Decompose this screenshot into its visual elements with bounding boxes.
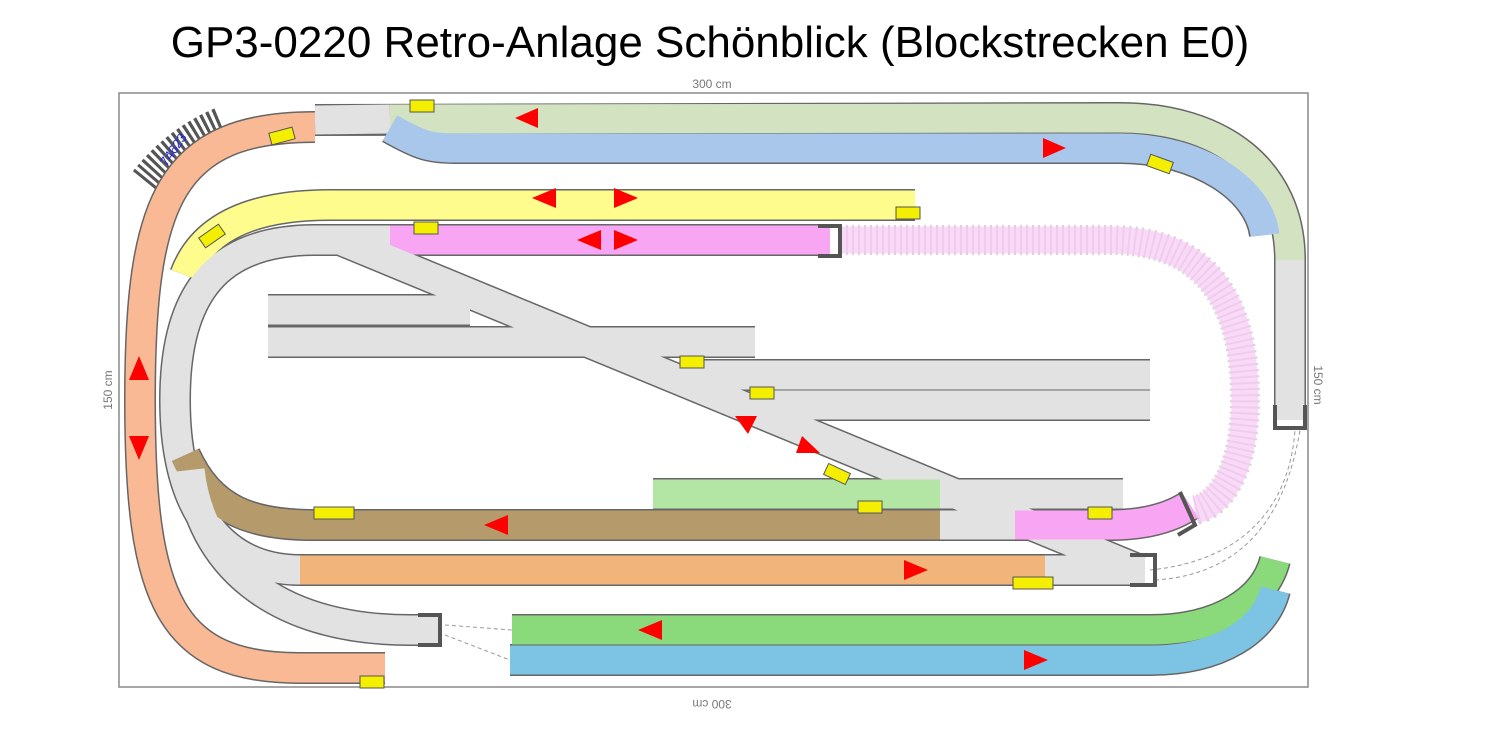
- arrow-right-icon: [614, 230, 638, 250]
- buffer-stops: [418, 224, 1307, 647]
- signals: [198, 99, 1174, 689]
- signal-icon: [1012, 576, 1054, 590]
- arrow-right-icon: [1024, 650, 1048, 670]
- signal-icon: [198, 223, 226, 249]
- signal-icon: [895, 206, 921, 220]
- arrow-left-icon: [515, 108, 538, 128]
- dimension-right: 150 cm: [1311, 365, 1325, 404]
- sky-blue-block-track: [510, 585, 1290, 675]
- arrow-right-icon: [1043, 138, 1066, 158]
- dimension-bottom: 300 cm: [692, 697, 731, 711]
- arrow-left-icon: [532, 188, 556, 208]
- layout-title: GP3-0220 Retro-Anlage Schönblick (Blocks…: [170, 18, 1250, 67]
- signal-icon: [413, 221, 439, 235]
- arrow-left-icon: [577, 230, 601, 250]
- direction-arrows: [129, 108, 1066, 670]
- signal-icon: [268, 126, 296, 146]
- arrow-up-icon: [796, 436, 820, 453]
- arrow-left-icon: [638, 620, 662, 640]
- signal-icon: [679, 355, 705, 369]
- dimension-top: 300 cm: [692, 77, 731, 91]
- signal-icon: [857, 500, 883, 514]
- signal-icon: [1087, 506, 1113, 520]
- arrow-right-icon: [904, 560, 928, 580]
- signal-icon: [749, 386, 775, 400]
- signal-icon: [359, 675, 385, 689]
- blue-block-track: [382, 115, 1280, 238]
- baseboard-outline: [118, 92, 1309, 688]
- arrow-right-icon: [614, 188, 638, 208]
- signal-icon: [1146, 153, 1174, 175]
- dimension-left: 150 cm: [101, 370, 115, 409]
- arrow-left-icon: [484, 515, 508, 535]
- tracks: [123, 101, 1306, 684]
- arrow-down-icon: [735, 416, 757, 434]
- green-block-track: [512, 555, 1290, 645]
- arrow-up-icon: [129, 356, 149, 380]
- signal-icon: [822, 462, 852, 486]
- signal-icon: [313, 506, 355, 520]
- signal-icon: [409, 99, 435, 113]
- yellow-block-track: [171, 190, 915, 281]
- outer-loop-track: [125, 112, 385, 683]
- arrow-down-icon: [129, 436, 149, 460]
